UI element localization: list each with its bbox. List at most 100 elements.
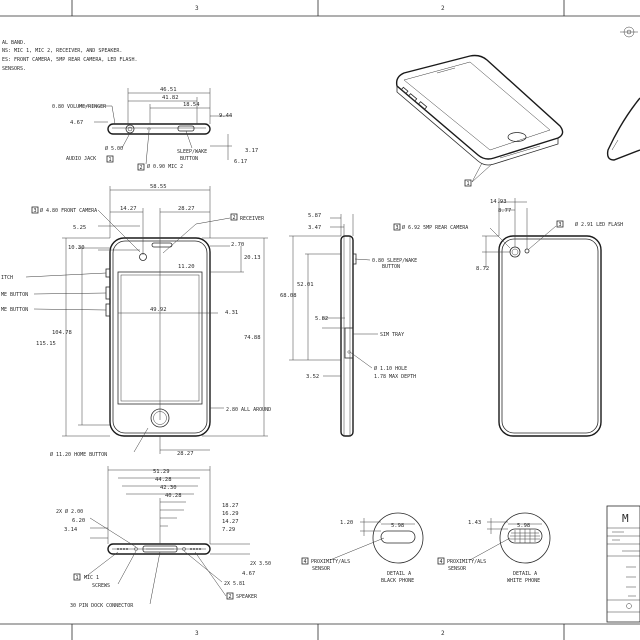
dim-3-17: 3.17 (245, 148, 258, 154)
title-block-letter: M (622, 512, 629, 525)
note-line: AL BAND. (2, 40, 26, 46)
dim-4-31: 4.31 (225, 310, 238, 316)
led-flash (524, 248, 530, 254)
label-eject-hole: Ø 1.10 HOLE (374, 365, 407, 372)
dim-4-67: 4.67 (70, 120, 83, 126)
dim-6-17: 6.17 (234, 159, 247, 165)
callout-box (106, 155, 114, 163)
dim-4-67: 4.67 (242, 571, 255, 577)
dim-58-55: 58.55 (150, 184, 167, 190)
dim-6-20: 6.20 (72, 518, 85, 524)
dim-2x-3-50: 2X 3.50 (250, 561, 271, 567)
dim-18-27: 18.27 (222, 503, 239, 509)
label-speaker: SPEAKER (236, 594, 258, 600)
label-audio-jack-dia: Ø 5.00 (105, 145, 123, 152)
label-mic2: Ø 0.90 MIC 2 (147, 163, 183, 170)
label-receiver: RECEIVER (240, 216, 265, 222)
zone-label-bottom-left: 3 (195, 630, 199, 637)
label-sensor: SENSOR (312, 566, 331, 572)
dim-8-72: 8.72 (476, 266, 489, 272)
dim-5-25: 5.25 (73, 225, 86, 231)
dim-14-93: 14.93 (490, 199, 507, 205)
label-audio-jack: AUDIO JACK (66, 156, 96, 162)
label-sleep-wake: SLEEP/WAKE (177, 149, 207, 155)
label-volume-ringer: 0.80 VOLUME/RINGER (52, 104, 107, 110)
title-block-logo (626, 603, 632, 609)
dim-16-29: 16.29 (222, 511, 239, 517)
dim-74-88: 74.88 (244, 335, 261, 341)
dim-2x-2-00: 2X Ø 2.00 (56, 508, 83, 515)
dim-3-52: 3.52 (306, 374, 319, 380)
dim-115-15: 115.15 (36, 341, 56, 347)
dim-3-47: 3.47 (308, 225, 321, 231)
detail-circle-white (499, 512, 551, 564)
proximity-sensor-black (380, 530, 416, 544)
dim-5-98: 5.98 (391, 523, 404, 529)
iso-home-button (507, 132, 527, 142)
dim-41-82: 41.82 (162, 95, 179, 101)
dim-18-54: 18.54 (183, 102, 200, 108)
speaker-grille (189, 547, 202, 551)
label-led-flash: Ø 2.91 LED FLASH (575, 221, 623, 228)
proximity-sensor-mesh (510, 529, 540, 543)
dim-2x-5-81: 2X 5.81 (224, 581, 245, 587)
callout-box (230, 213, 238, 221)
callout-number: 1 (109, 157, 112, 163)
label-detail-a: DETAIL A (513, 571, 537, 577)
label-mic1: MIC 1 (84, 575, 99, 581)
label-volume-down: ME BUTTON (1, 307, 28, 313)
bottom-view: 51.29 44.28 42.30 40.28 18.27 16.29 14.2… (56, 466, 271, 609)
mic2-hole (147, 127, 151, 131)
callout-box (556, 220, 564, 228)
iso-phone-partial (606, 97, 640, 161)
dim-2-80-all-around: 2.80 ALL AROUND (226, 407, 271, 413)
dim-1-20: 1.20 (340, 520, 353, 526)
dim-49-92: 49.92 (150, 307, 167, 313)
label-screws: SCREWS (92, 583, 110, 589)
dim-14-27: 14.27 (120, 206, 137, 212)
dim-11-20: 11.20 (178, 264, 195, 270)
back-view: 14.93 8.77 8.72 Ø 6.92 5MP REAR CAMERA Ø… (393, 198, 623, 437)
audio-jack-hole (125, 124, 135, 134)
dim-5-82: 5.82 (315, 316, 328, 322)
callout-number: 2 (229, 594, 232, 600)
callout-number: 3 (34, 208, 37, 214)
dim-2-70: 2.70 (231, 242, 244, 248)
callout-box (73, 573, 81, 581)
label-max-depth: 1.78 MAX DEPTH (374, 374, 416, 380)
bottom-edge-outline (107, 543, 211, 555)
sleep-wake-button (177, 125, 195, 132)
dim-20-13: 20.13 (244, 255, 261, 261)
iso-switch (400, 86, 409, 95)
dim-3-14: 3.14 (64, 527, 78, 533)
dim-14-27: 14.27 (222, 519, 239, 525)
dim-9-44: 9.44 (219, 113, 233, 119)
rear-camera (509, 246, 521, 258)
note-line: SENSORS. (2, 66, 26, 72)
label-rear-camera: Ø 6.92 5MP REAR CAMERA (402, 224, 468, 231)
callout-number: 3 (559, 222, 562, 228)
dim-52-01: 52.01 (297, 282, 314, 288)
dim-28-27: 28.27 (178, 206, 195, 212)
zone-label-top-left: 3 (195, 5, 199, 12)
label-side-sleep-button: BUTTON (382, 264, 400, 270)
receiver-slot (151, 242, 173, 248)
dim-1-43: 1.43 (468, 520, 481, 526)
label-sleep-wake-button: BUTTON (180, 156, 198, 162)
label-volume-up: ME BUTTON (1, 292, 28, 298)
side-outline (340, 235, 354, 437)
dim-7-29: 7.29 (222, 527, 235, 533)
top-view: 46.51 41.82 18.54 9.44 4.67 3.17 6.17 0.… (52, 87, 258, 171)
dim-104-78: 104.78 (52, 330, 72, 336)
callout-number: 4 (304, 559, 307, 565)
label-detail-a: DETAIL A (387, 571, 411, 577)
bottom-screw-left (134, 547, 138, 551)
top-edge-outline (107, 123, 211, 135)
dim-42-30: 42.30 (160, 485, 177, 491)
detail-circle-black (372, 512, 424, 564)
callout-box (393, 223, 401, 231)
zone-label-bottom-right: 2 (441, 630, 445, 637)
callout-number: 1 (467, 181, 470, 187)
iso-phone-top-face (395, 54, 564, 160)
